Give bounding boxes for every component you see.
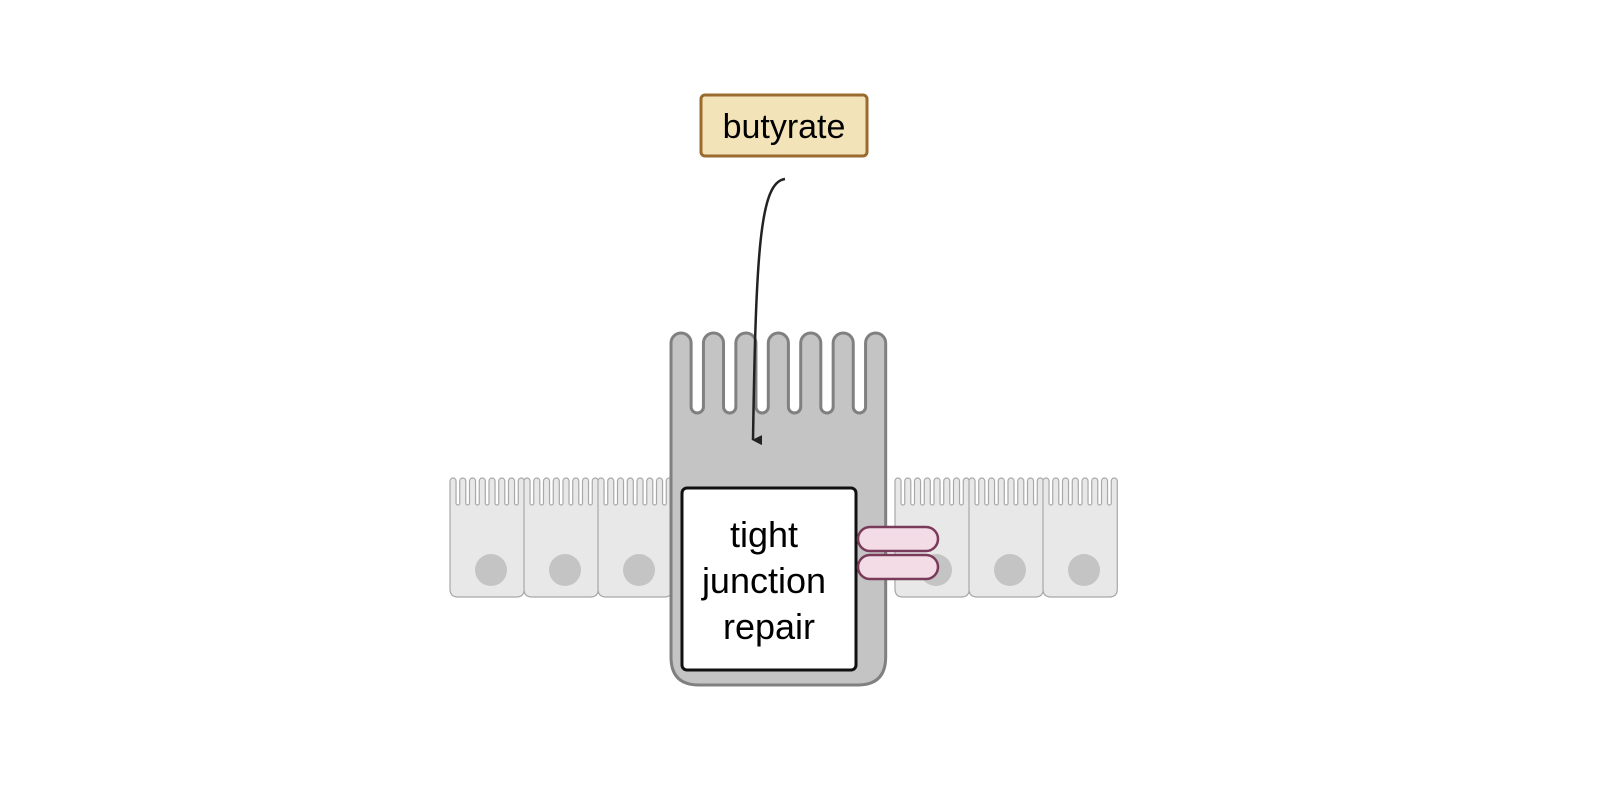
- cell-nucleus: [994, 554, 1026, 586]
- butyrate-label: butyrate: [723, 108, 846, 146]
- arrow-butyrate-to-cell: [751, 177, 786, 446]
- cell-nucleus: [549, 554, 581, 586]
- process-label: tight junction repair: [701, 514, 836, 647]
- butyrate-box: [699, 93, 869, 158]
- tight-junction-repair-box: [680, 486, 858, 672]
- tight-junction-protein-top: [856, 525, 940, 553]
- cell-nucleus: [475, 554, 507, 586]
- cell-nucleus: [1068, 554, 1100, 586]
- cell-nucleus: [623, 554, 655, 586]
- tight-junction-protein-bottom: [856, 553, 940, 581]
- epithelial-cell-layer: [449, 477, 1118, 598]
